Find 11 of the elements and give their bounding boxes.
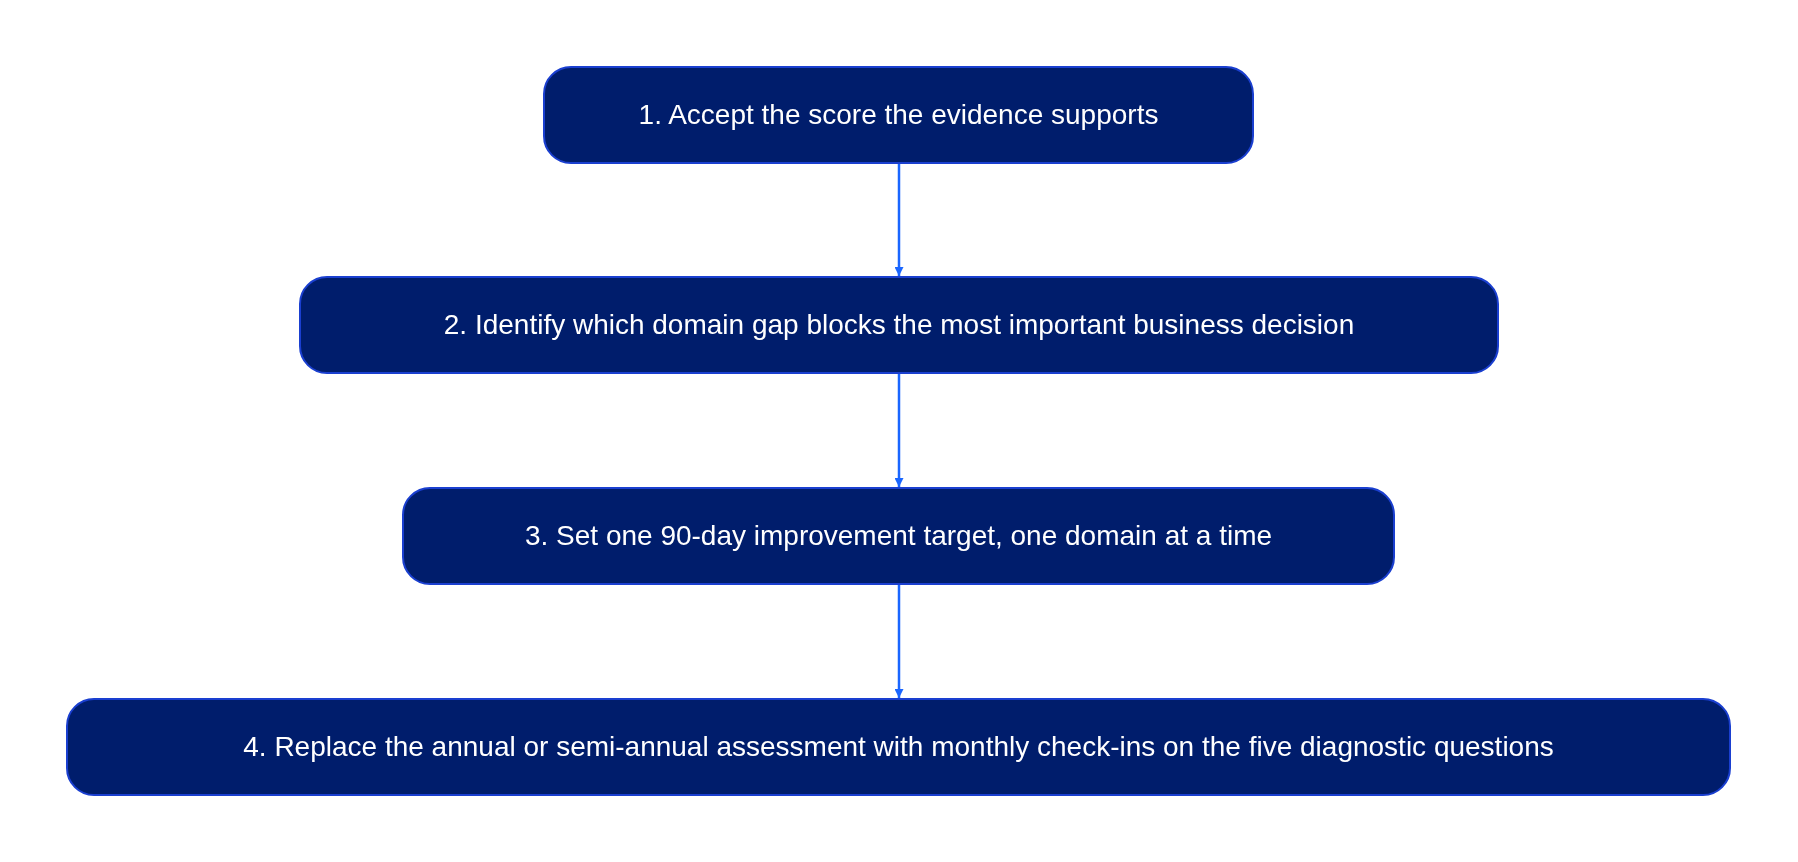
process-box: [543, 66, 1254, 164]
step-text: 3. Set one 90-day improvement target, one domain at a time: [524, 520, 1273, 552]
arrow: [894, 164, 904, 276]
process-box: [402, 487, 1395, 585]
process-box: [299, 276, 1499, 374]
step-text: 1. Accept the score the evidence supports: [638, 99, 1159, 131]
step-text: 4. Replace the annual or semi-annual assessment with monthly check-ins on the five diagnostic questions: [243, 731, 1554, 763]
arrow: [894, 585, 904, 698]
step-text: 2. Identify which domain gap blocks the most important business decision: [443, 309, 1355, 341]
arrow: [894, 374, 904, 487]
process-box: [66, 698, 1731, 796]
